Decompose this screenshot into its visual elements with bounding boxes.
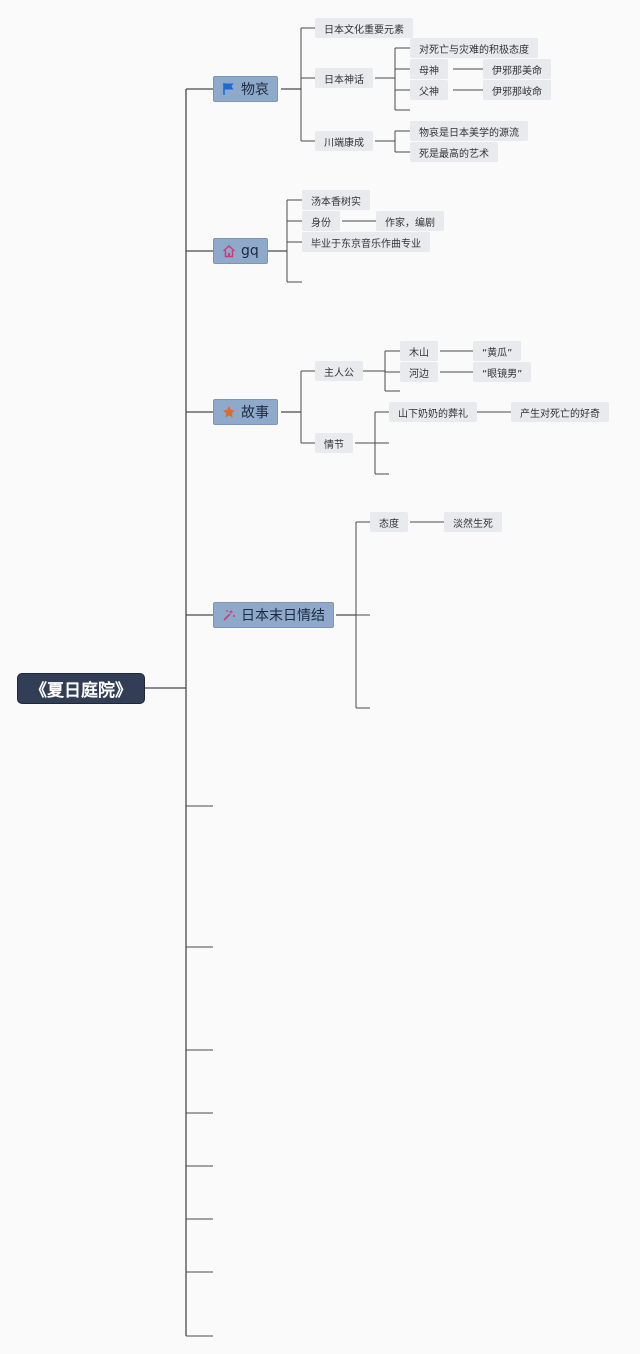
node-yizanami[interactable]: 伊邪那美命 xyxy=(483,59,551,79)
node-hebian[interactable]: 河边 xyxy=(400,362,438,382)
node-zhurengong[interactable]: 主人公 xyxy=(315,361,363,381)
node-author[interactable]: 汤本香树实 xyxy=(302,190,370,210)
node-kawabata[interactable]: 川端康成 xyxy=(315,131,373,151)
root-node[interactable]: 《夏日庭院》 xyxy=(17,673,145,704)
node-qingjie[interactable]: 情节 xyxy=(315,433,353,453)
node-haoqi[interactable]: 产生对死亡的好奇 xyxy=(511,402,609,422)
node-yizanagi[interactable]: 伊邪那岐命 xyxy=(483,80,551,100)
sparkle-icon xyxy=(222,608,236,622)
branch-gq[interactable]: gq xyxy=(213,238,268,264)
node-zuojia[interactable]: 作家，编剧 xyxy=(376,211,444,231)
node-danran[interactable]: 淡然生死 xyxy=(444,512,502,532)
flag-icon xyxy=(222,82,236,96)
branch-label: 故事 xyxy=(241,405,269,421)
node-biye[interactable]: 毕业于东京音乐作曲专业 xyxy=(302,232,430,252)
home-icon xyxy=(222,244,236,258)
branch-mori[interactable]: 日本末日情结 xyxy=(213,602,334,628)
node-wenhua[interactable]: 日本文化重要元素 xyxy=(315,18,413,38)
branch-label: 物哀 xyxy=(241,82,269,98)
branch-label: 日本末日情结 xyxy=(241,608,325,624)
star-icon xyxy=(222,405,236,419)
node-mushen[interactable]: 母神 xyxy=(410,59,448,79)
node-zangli[interactable]: 山下奶奶的葬礼 xyxy=(389,402,477,422)
branch-gushi[interactable]: 故事 xyxy=(213,399,278,425)
branch-wuai[interactable]: 物哀 xyxy=(213,76,278,102)
node-yishu[interactable]: 死是最高的艺术 xyxy=(410,142,498,162)
node-fushen[interactable]: 父神 xyxy=(410,80,448,100)
node-yuanliu[interactable]: 物哀是日本美学的源流 xyxy=(410,121,528,141)
node-huanggua[interactable]: “黄瓜” xyxy=(473,341,522,361)
node-shenfen[interactable]: 身份 xyxy=(302,211,340,231)
node-yanjingnan[interactable]: “眼镜男” xyxy=(473,362,532,382)
node-shenhua[interactable]: 日本神话 xyxy=(315,68,373,88)
node-taidu[interactable]: 对死亡与灾难的积极态度 xyxy=(410,38,538,58)
node-mushan[interactable]: 木山 xyxy=(400,341,438,361)
node-taidu2[interactable]: 态度 xyxy=(370,512,408,532)
branch-label: gq xyxy=(241,243,259,259)
